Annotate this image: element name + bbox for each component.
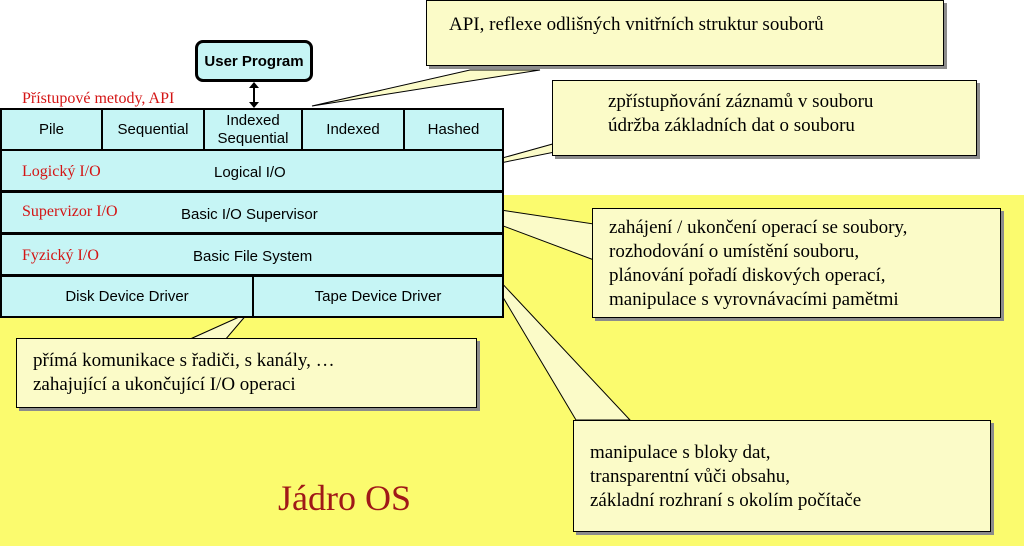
- api-note: API, reflexe odlišných vnitřních struktu…: [426, 0, 944, 66]
- layer-physical-en-label: Basic File System: [193, 248, 313, 265]
- layer-supervisor-en-label: Basic I/O Supervisor: [181, 206, 318, 223]
- disk-device-driver: Disk Device Driver: [0, 275, 254, 318]
- layer-physical-cz-label: Fyzický I/O: [22, 247, 99, 264]
- supervisor-note: zahájení / ukončení operací se soubory, …: [592, 208, 1001, 318]
- logical-io-note: zpřístupňování záznamů v souboru údržba …: [552, 80, 977, 156]
- access-methods-label: Přístupové metody, API: [22, 90, 175, 107]
- layer-io-supervisor: Supervizor I/O Basic I/O Supervisor: [0, 191, 504, 234]
- user-program-box: User Program: [195, 40, 313, 82]
- access-method-indexed: Indexed: [301, 108, 405, 151]
- layer-logical-en-label: Logical I/O: [214, 164, 286, 181]
- layer-supervisor-cz-label: Supervizor I/O: [22, 203, 118, 220]
- layer-physical-io: Fyzický I/O Basic File System: [0, 233, 504, 276]
- access-method-sequential: Sequential: [101, 108, 205, 151]
- tape-device-driver: Tape Device Driver: [252, 275, 504, 318]
- file-system-note: manipulace s bloky dat, transparentní vů…: [573, 420, 991, 532]
- access-method-indexed-sequential: Indexed Sequential: [203, 108, 303, 151]
- access-method-pile: Pile: [0, 108, 103, 151]
- access-method-hashed: Hashed: [403, 108, 504, 151]
- device-driver-note: přímá komunikace s řadiči, s kanály, … z…: [16, 338, 477, 408]
- api-callout-pointer: [311, 69, 541, 107]
- layer-logical-cz-label: Logický I/O: [22, 163, 101, 180]
- kernel-title: Jádro OS: [278, 478, 411, 518]
- layer-logical-io: Logický I/O Logical I/O: [0, 149, 504, 192]
